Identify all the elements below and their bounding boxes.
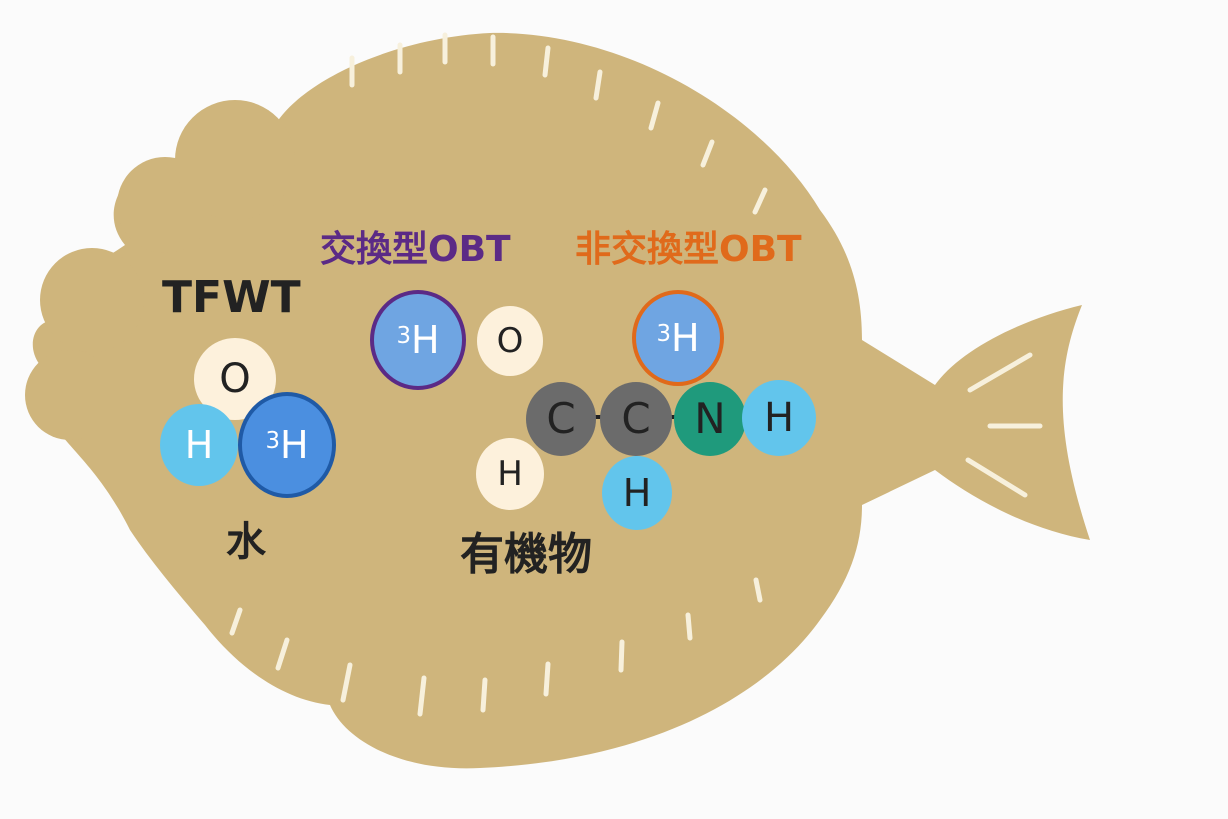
atom-symbol: O [496, 321, 524, 361]
fish-head-bump [40, 248, 144, 352]
atom-symbol: C [621, 394, 651, 443]
water-hydrogen-atom: H [160, 404, 238, 486]
atom-symbol: H [670, 316, 700, 360]
atom-symbol: H [622, 471, 652, 515]
water-tritium-atom: 3H [238, 392, 336, 498]
atom-symbol: H [497, 454, 523, 494]
exchangeable-tritium-atom: 3H [370, 290, 466, 390]
non-exchangeable-obt-label: 非交換型OBT [575, 229, 802, 270]
hydrogen-atom-bottom: H [602, 456, 672, 530]
water-label: 水 [226, 519, 266, 565]
mass-number: 3 [265, 427, 280, 454]
carbon-atom-1: C [526, 382, 596, 456]
mass-number: 3 [396, 322, 411, 349]
hydrogen-atom-right: H [742, 380, 816, 456]
atom-symbol: O [219, 356, 251, 402]
atom-symbol: H [763, 395, 795, 441]
non-exchangeable-tritium-atom: 3H [632, 290, 724, 386]
fish-head-bump [175, 100, 295, 220]
exchangeable-obt-label: 交換型OBT [320, 229, 511, 270]
exchangeable-oxygen-atom: O [477, 306, 543, 376]
tfwt-label: TFWT [162, 272, 301, 323]
atom-symbol: N [694, 394, 726, 443]
nitrogen-atom: N [674, 382, 746, 456]
organic-matter-label: 有機物 [460, 529, 592, 580]
exchangeable-hydrogen-atom: H [476, 438, 544, 510]
fin-ray-marks [229, 32, 1043, 717]
atom-symbol: H [184, 423, 214, 467]
mass-number: 3 [656, 320, 671, 347]
carbon-atom-2: C [600, 382, 672, 456]
atom-symbol: C [546, 394, 576, 443]
atom-symbol: H [279, 423, 309, 467]
atom-symbol: H [410, 318, 440, 362]
fish-head-bump [25, 350, 115, 440]
